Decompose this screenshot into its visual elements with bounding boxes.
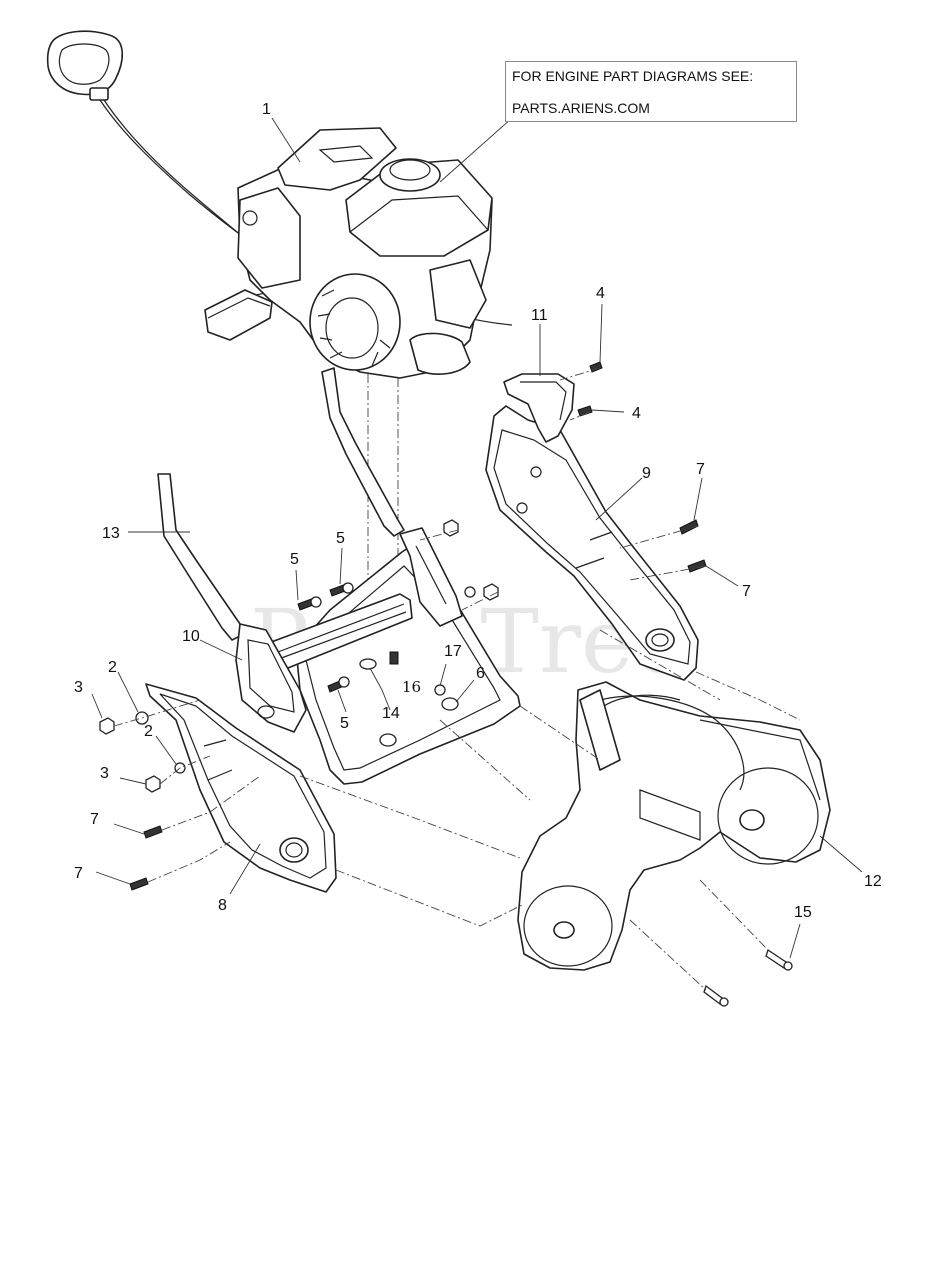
part-8-left-cover [145, 683, 337, 893]
callout-8: 8 [218, 897, 227, 914]
callout-3-lower: 3 [100, 765, 109, 782]
callout-12: 12 [864, 873, 882, 890]
callout-4-lower: 4 [632, 405, 641, 422]
note-line-2-url: PARTS.ARIENS.COM [512, 100, 650, 116]
callout-9: 9 [642, 465, 651, 482]
note-line-1: FOR ENGINE PART DIAGRAMS SEE: [512, 68, 754, 84]
hardware [99, 361, 793, 1007]
callout-15: 15 [794, 904, 812, 921]
part-10-plate [235, 623, 307, 733]
callout-4-upper: 4 [596, 285, 605, 302]
callout-10: 10 [182, 628, 200, 645]
leader-lines [91, 117, 863, 959]
callout-3-upper: 3 [74, 679, 83, 696]
callout-7-left-lower: 7 [74, 865, 83, 882]
callout-7-right-upper: 7 [696, 461, 705, 478]
part-12-auger-housing [517, 681, 831, 971]
part-9-right-plate [485, 405, 699, 681]
callout-16: 16 [402, 678, 421, 696]
engine-diagram-note: FOR ENGINE PART DIAGRAMS SEE: PARTS.ARIE… [505, 61, 797, 122]
callout-17: 17 [444, 643, 462, 660]
callout-7-left-upper: 7 [90, 811, 99, 828]
callout-labels: 1 2 2 3 3 4 4 5 5 5 6 7 7 7 7 8 9 10 11 … [74, 101, 882, 921]
callout-11: 11 [531, 307, 548, 324]
callout-5-left: 5 [290, 551, 299, 568]
callout-14: 14 [382, 705, 400, 722]
callout-1: 1 [262, 101, 271, 118]
callout-5-lower: 5 [340, 715, 349, 732]
callout-7-right-lower: 7 [742, 583, 751, 600]
engine [46, 30, 513, 690]
callout-2-lower: 2 [144, 723, 153, 740]
callout-6: 6 [476, 665, 485, 682]
assembly-lines [113, 367, 801, 991]
callout-5-right: 5 [336, 530, 345, 547]
handle-frame [157, 367, 521, 785]
callout-2-upper: 2 [108, 659, 117, 676]
part-11-bracket [503, 373, 575, 443]
callout-13: 13 [102, 525, 120, 542]
